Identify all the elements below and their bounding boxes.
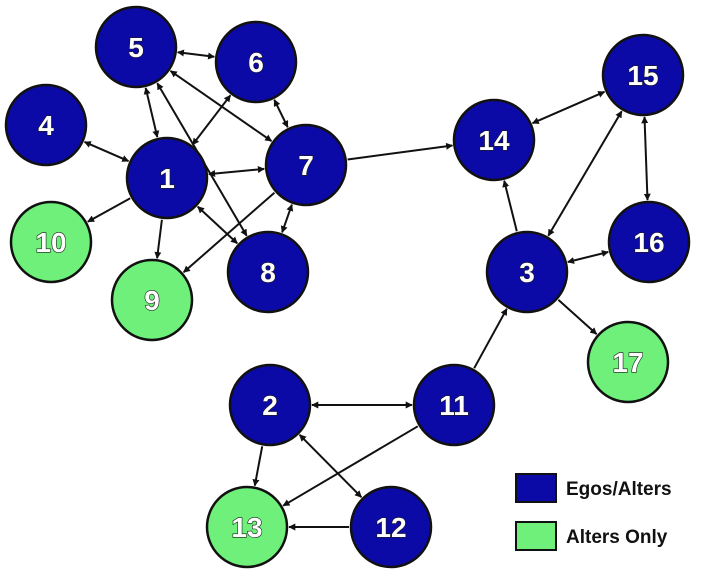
- node-label-11: 11: [439, 390, 469, 421]
- edge-1-10: [87, 197, 131, 223]
- node-13: 13: [205, 485, 289, 569]
- node-label-2: 2: [262, 390, 278, 421]
- edge-7-8: [280, 203, 294, 234]
- edge-1-7: [208, 166, 265, 177]
- legend-swatch-egos-alters: [515, 473, 557, 503]
- node-label-8: 8: [260, 257, 276, 288]
- edge-1-9: [154, 219, 163, 259]
- node-circle-7: [264, 123, 348, 207]
- node-label-6: 6: [248, 47, 264, 78]
- node-circle-8: [226, 230, 310, 314]
- edge-15-3: [547, 110, 623, 237]
- node-circle-15: [601, 33, 685, 117]
- node-circle-9: [110, 258, 194, 342]
- node-circle-14: [452, 98, 536, 182]
- node-circle-3: [485, 230, 569, 314]
- node-circle-10: [9, 200, 93, 284]
- node-17: 17: [586, 320, 670, 404]
- legend: Egos/Alters Alters Only: [515, 473, 672, 551]
- node-14: 14: [452, 98, 536, 182]
- node-label-17: 17: [612, 347, 643, 378]
- node-8: 8: [226, 230, 310, 314]
- node-label-15: 15: [627, 60, 658, 91]
- node-label-10: 10: [35, 227, 66, 258]
- node-circle-1: [125, 136, 209, 220]
- node-label-9: 9: [144, 285, 160, 316]
- node-label-12: 12: [375, 512, 406, 543]
- edge-6-1: [191, 94, 232, 146]
- node-2: 2: [228, 363, 312, 447]
- legend-label-egos-alters: Egos/Alters: [566, 479, 672, 500]
- node-circle-6: [214, 20, 298, 104]
- node-circle-17: [586, 320, 670, 404]
- node-label-1: 1: [159, 163, 175, 194]
- edge-2-13: [252, 446, 264, 487]
- node-7: 7: [264, 123, 348, 207]
- node-circle-2: [228, 363, 312, 447]
- node-circle-12: [349, 485, 433, 569]
- node-circle-4: [4, 83, 88, 167]
- edge-11-13: [282, 425, 419, 507]
- edge-11-3: [473, 308, 508, 369]
- edges-layer: [83, 49, 651, 531]
- node-label-5: 5: [128, 32, 144, 63]
- node-12: 12: [349, 485, 433, 569]
- node-label-7: 7: [298, 150, 314, 181]
- edge-5-1: [143, 87, 160, 138]
- node-circle-13: [205, 485, 289, 569]
- node-label-14: 14: [478, 125, 510, 156]
- node-circle-11: [412, 363, 496, 447]
- edge-3-14: [502, 180, 518, 232]
- node-5: 5: [94, 5, 178, 89]
- node-15: 15: [601, 33, 685, 117]
- edge-5-6: [177, 49, 215, 60]
- edge-7-9: [182, 191, 276, 274]
- node-circle-16: [607, 200, 691, 284]
- legend-label-alters-only: Alters Only: [566, 527, 668, 548]
- legend-swatch-alters-only: [515, 521, 557, 551]
- edge-4-1: [83, 140, 130, 163]
- edge-3-16: [567, 250, 609, 264]
- node-9: 9: [110, 258, 194, 342]
- edge-2-12: [298, 434, 363, 498]
- edge-1-8: [197, 205, 238, 245]
- edge-15-16: [641, 116, 651, 201]
- edge-6-7: [273, 99, 289, 128]
- edge-14-15: [531, 90, 606, 125]
- edge-7-14: [347, 142, 454, 161]
- node-1: 1: [125, 136, 209, 220]
- node-label-4: 4: [38, 110, 54, 141]
- node-circle-5: [94, 5, 178, 89]
- node-4: 4: [4, 83, 88, 167]
- node-11: 11: [412, 363, 496, 447]
- node-3: 3: [485, 230, 569, 314]
- node-label-16: 16: [633, 227, 664, 258]
- node-10: 10: [9, 200, 93, 284]
- node-6: 6: [214, 20, 298, 104]
- node-label-3: 3: [519, 257, 535, 288]
- edge-3-17: [557, 299, 598, 335]
- node-16: 16: [607, 200, 691, 284]
- node-label-13: 13: [231, 512, 262, 543]
